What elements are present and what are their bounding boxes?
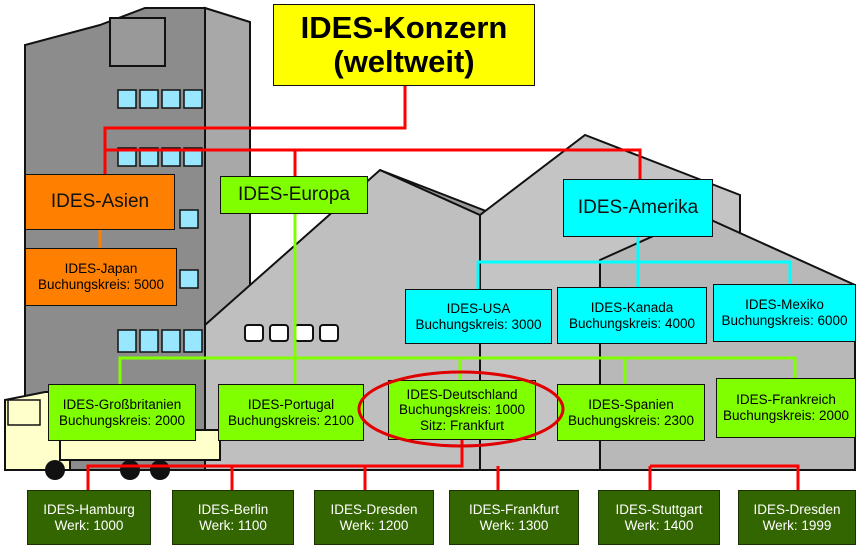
region-amerika: IDES-Amerika xyxy=(563,179,713,237)
plant-name: IDES-Frankfurt xyxy=(469,502,559,518)
company-code-number: Buchungskreis: 6000 xyxy=(721,313,847,329)
company-code-number: Buchungskreis: 5000 xyxy=(38,277,164,293)
plant-berlin: IDES-Berlin Werk: 1100 xyxy=(172,490,294,545)
company-code-number: Buchungskreis: 3000 xyxy=(415,317,541,333)
region-asien-label: IDES-Asien xyxy=(51,191,149,213)
plant-stuttgart: IDES-Stuttgart Werk: 1400 xyxy=(598,490,720,545)
company-code-name: IDES-Deutschland xyxy=(406,387,517,403)
company-code-number: Buchungskreis: 1000 xyxy=(399,402,525,418)
company-code-number: Buchungskreis: 2100 xyxy=(228,413,354,429)
root-node: IDES-Konzern (weltweit) xyxy=(273,4,535,86)
region-europa-label: IDES-Europa xyxy=(238,184,350,206)
company-code-name: IDES-USA xyxy=(447,301,511,317)
company-code-number: Buchungskreis: 2300 xyxy=(568,413,694,429)
company-code-name: IDES-Spanien xyxy=(588,397,674,413)
company-code-name: IDES-Portugal xyxy=(248,397,334,413)
company-code-frankreich: IDES-Frankreich Buchungskreis: 2000 xyxy=(716,378,856,438)
plant-number: Werk: 1100 xyxy=(199,518,267,534)
root-subtitle: (weltweit) xyxy=(333,45,474,79)
plant-name: IDES-Berlin xyxy=(198,502,269,518)
company-code-portugal: IDES-Portugal Buchungskreis: 2100 xyxy=(218,384,364,441)
region-asien: IDES-Asien xyxy=(25,174,175,230)
plant-dresden-1999: IDES-Dresden Werk: 1999 xyxy=(738,490,856,545)
company-code-japan: IDES-Japan Buchungskreis: 5000 xyxy=(25,248,177,306)
company-code-name: IDES-Großbritanien xyxy=(63,397,182,413)
plant-number: Werk: 1400 xyxy=(625,518,694,534)
plant-dresden: IDES-Dresden Werk: 1200 xyxy=(314,490,434,545)
company-code-usa: IDES-USA Buchungskreis: 3000 xyxy=(405,289,552,344)
plant-name: IDES-Dresden xyxy=(330,502,417,518)
plant-name: IDES-Dresden xyxy=(753,502,840,518)
company-code-number: Buchungskreis: 4000 xyxy=(569,316,695,332)
plant-number: Werk: 1000 xyxy=(55,518,124,534)
root-title: IDES-Konzern xyxy=(301,11,508,45)
region-amerika-label: IDES-Amerika xyxy=(578,197,698,219)
company-code-name: IDES-Frankreich xyxy=(736,392,836,408)
plant-frankfurt: IDES-Frankfurt Werk: 1300 xyxy=(449,490,579,545)
company-code-number: Buchungskreis: 2000 xyxy=(723,408,849,424)
plant-number: Werk: 1999 xyxy=(763,518,832,534)
plant-hamburg: IDES-Hamburg Werk: 1000 xyxy=(27,490,151,545)
company-code-seat: Sitz: Frankfurt xyxy=(420,418,504,434)
company-code-name: IDES-Mexiko xyxy=(745,297,824,313)
company-code-mexiko: IDES-Mexiko Buchungskreis: 6000 xyxy=(713,284,856,342)
region-europa: IDES-Europa xyxy=(220,176,368,214)
company-code-kanada: IDES-Kanada Buchungskreis: 4000 xyxy=(557,287,707,344)
plant-number: Werk: 1300 xyxy=(480,518,549,534)
plant-name: IDES-Stuttgart xyxy=(615,502,702,518)
company-code-name: IDES-Japan xyxy=(65,261,138,277)
plant-number: Werk: 1200 xyxy=(340,518,409,534)
plant-name: IDES-Hamburg xyxy=(43,502,135,518)
company-code-deutschland: IDES-Deutschland Buchungskreis: 1000 Sit… xyxy=(388,380,536,440)
company-code-grossbritanien: IDES-Großbritanien Buchungskreis: 2000 xyxy=(48,384,196,441)
company-code-spanien: IDES-Spanien Buchungskreis: 2300 xyxy=(557,384,705,441)
company-code-number: Buchungskreis: 2000 xyxy=(59,413,185,429)
company-code-name: IDES-Kanada xyxy=(591,300,674,316)
